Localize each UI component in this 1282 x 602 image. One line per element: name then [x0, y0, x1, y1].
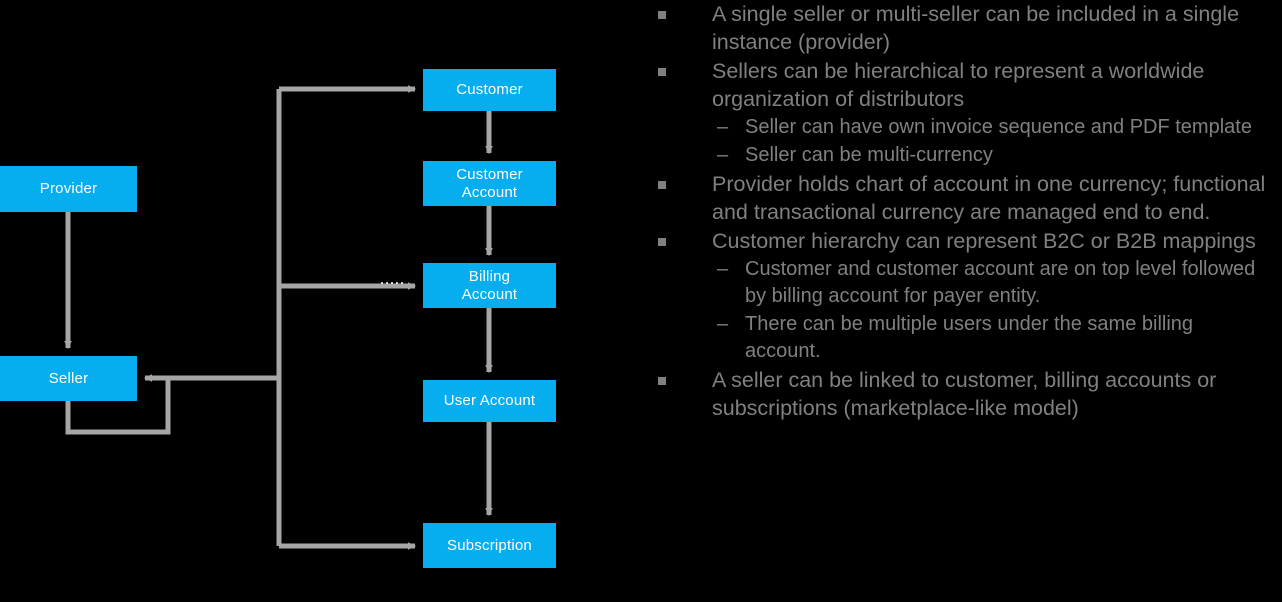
bullet-item: Sellers can be hierarchical to represent…	[640, 57, 1282, 113]
bullet-item: –Seller can have own invoice sequence an…	[640, 114, 1282, 141]
node-customer[interactable]: Customer	[423, 69, 556, 111]
bullet-item: –There can be multiple users under the s…	[640, 311, 1282, 365]
node-provider-label: Provider	[39, 180, 98, 198]
node-customer-label: Customer	[456, 81, 523, 99]
node-seller-label: Seller	[48, 369, 89, 387]
bullet-text: Customer and customer account are on top…	[745, 258, 1256, 307]
node-customer-account[interactable]: Customer Account	[423, 161, 556, 206]
bullet-item: Customer hierarchy can represent B2C or …	[640, 227, 1282, 255]
bullet-text: Customer hierarchy can represent B2C or …	[712, 229, 1256, 253]
bullet-text: Seller can be multi-currency	[745, 144, 993, 166]
node-subscription[interactable]: Subscription	[423, 523, 556, 568]
bullet-text: Provider holds chart of account in one c…	[712, 172, 1266, 224]
bullet-square-marker	[658, 377, 666, 385]
bullet-text: There can be multiple users under the sa…	[745, 313, 1194, 362]
node-billing-account-label: Billing Account	[461, 268, 518, 303]
bullet-item: A seller can be linked to customer, bill…	[640, 366, 1282, 422]
node-customer-account-label: Customer Account	[456, 166, 523, 201]
bullet-dash-marker: –	[717, 258, 729, 280]
entity-hierarchy-diagram: Provider Seller Customer Customer Accoun…	[0, 0, 620, 602]
bullet-text: A seller can be linked to customer, bill…	[712, 368, 1217, 420]
bullet-item: –Customer and customer account are on to…	[640, 256, 1282, 310]
diagram-connectors	[64, 85, 493, 550]
bullet-item: Provider holds chart of account in one c…	[640, 170, 1282, 226]
bullet-item: –Seller can be multi-currency	[640, 142, 1282, 169]
node-user-account[interactable]: User Account	[423, 380, 556, 422]
bullet-dash-marker: –	[717, 144, 729, 166]
bullet-text: Seller can have own invoice sequence and…	[745, 116, 1252, 138]
bullet-square-marker	[658, 181, 666, 189]
bullet-dash-marker: –	[717, 116, 729, 138]
bullet-item: A single seller or multi-seller can be i…	[640, 0, 1282, 56]
bullet-square-marker	[658, 238, 666, 246]
edge-seller-self-loop	[65, 378, 171, 435]
node-seller[interactable]: Seller	[0, 356, 137, 401]
bullet-text: A single seller or multi-seller can be i…	[712, 2, 1240, 54]
bullet-square-marker	[658, 11, 666, 19]
node-provider[interactable]: Provider	[0, 166, 137, 212]
node-subscription-label: Subscription	[447, 536, 532, 554]
bullet-text: Sellers can be hierarchical to represent…	[712, 59, 1205, 111]
bullet-square-marker	[658, 68, 666, 76]
bullet-list: A single seller or multi-seller can be i…	[640, 0, 1282, 602]
bullet-dash-marker: –	[717, 313, 729, 335]
node-user-account-label: User Account	[443, 392, 536, 410]
node-billing-account[interactable]: Billing Account	[423, 263, 556, 308]
